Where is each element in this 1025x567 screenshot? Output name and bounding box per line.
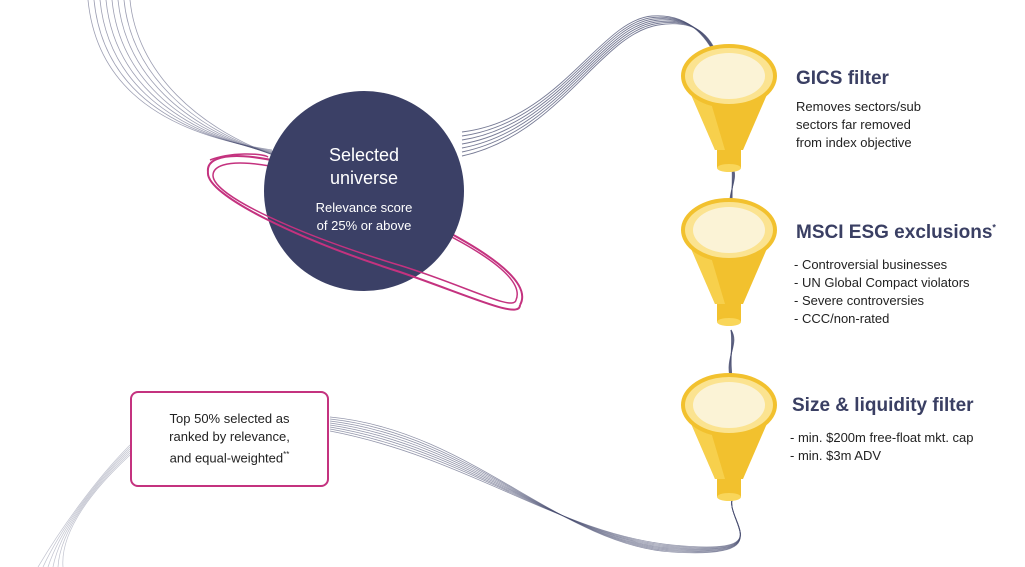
size-liquidity-title: Size & liquidity filter: [792, 395, 974, 416]
gics-filter-title: GICS filter: [796, 68, 889, 89]
strand: [329, 426, 741, 550]
strand: [37, 444, 131, 567]
universe-subtitle-line1: Relevance score: [315, 200, 413, 215]
strand: [329, 416, 741, 554]
esg-exclusions-title: MSCI ESG exclusions*: [796, 222, 996, 243]
orbit-ring-front: [206, 171, 521, 311]
strand: [62, 454, 131, 567]
result-footnote-mark: **: [283, 450, 290, 460]
result-line-3: and equal-weighted: [169, 450, 284, 466]
universe-title-line1: Selected: [328, 145, 400, 165]
universe-label: Selected universe Relevance score of 25%…: [289, 144, 439, 235]
result-line-2: ranked by relevance,: [169, 429, 290, 445]
strand: [42, 446, 131, 567]
strands-into-universe: [87, 0, 289, 161]
strand: [129, 0, 289, 161]
size-liquidity-description: - min. $200m free-float mkt. cap - min. …: [790, 429, 974, 465]
strand: [111, 0, 282, 157]
strand: [117, 0, 285, 158]
funnel-icon: [681, 198, 777, 326]
strand: [329, 420, 741, 552]
strand: [99, 0, 277, 154]
strand: [329, 430, 741, 548]
esg-line-4: - CCC/non-rated: [794, 311, 890, 326]
strand: [123, 0, 287, 160]
strand: [47, 448, 131, 567]
esg-line-3: - Severe controversies: [794, 293, 925, 308]
esg-line-2: - UN Global Compact violators: [794, 275, 970, 290]
result-line-1: Top 50% selected as: [169, 411, 290, 427]
result-box: Top 50% selected as ranked by relevance,…: [130, 391, 329, 487]
universe-subtitle-line2: of 25% or above: [316, 218, 412, 233]
gics-line-1: Removes sectors/sub: [796, 99, 921, 114]
strand: [93, 0, 275, 152]
gics-filter-description: Removes sectors/sub sectors far removed …: [796, 98, 921, 152]
funnel-icon: [681, 44, 777, 172]
size-line-2: - min. $3m ADV: [790, 448, 882, 463]
strands-exit-left: [37, 444, 131, 567]
strand: [105, 0, 280, 155]
strands-to-result: [329, 416, 741, 554]
esg-exclusions-description: - Controversial businesses - UN Global C…: [794, 256, 970, 328]
strand: [57, 452, 131, 567]
funnel-icon: [681, 373, 777, 501]
gics-line-2: sectors far removed: [796, 117, 911, 132]
size-line-1: - min. $200m free-float mkt. cap: [790, 430, 974, 445]
gics-line-3: from index objective: [796, 135, 912, 150]
universe-title-line2: universe: [329, 168, 399, 188]
esg-line-1: - Controversial businesses: [794, 257, 948, 272]
esg-footnote-mark: *: [992, 222, 996, 233]
strand: [329, 424, 741, 550]
strand: [52, 450, 131, 567]
